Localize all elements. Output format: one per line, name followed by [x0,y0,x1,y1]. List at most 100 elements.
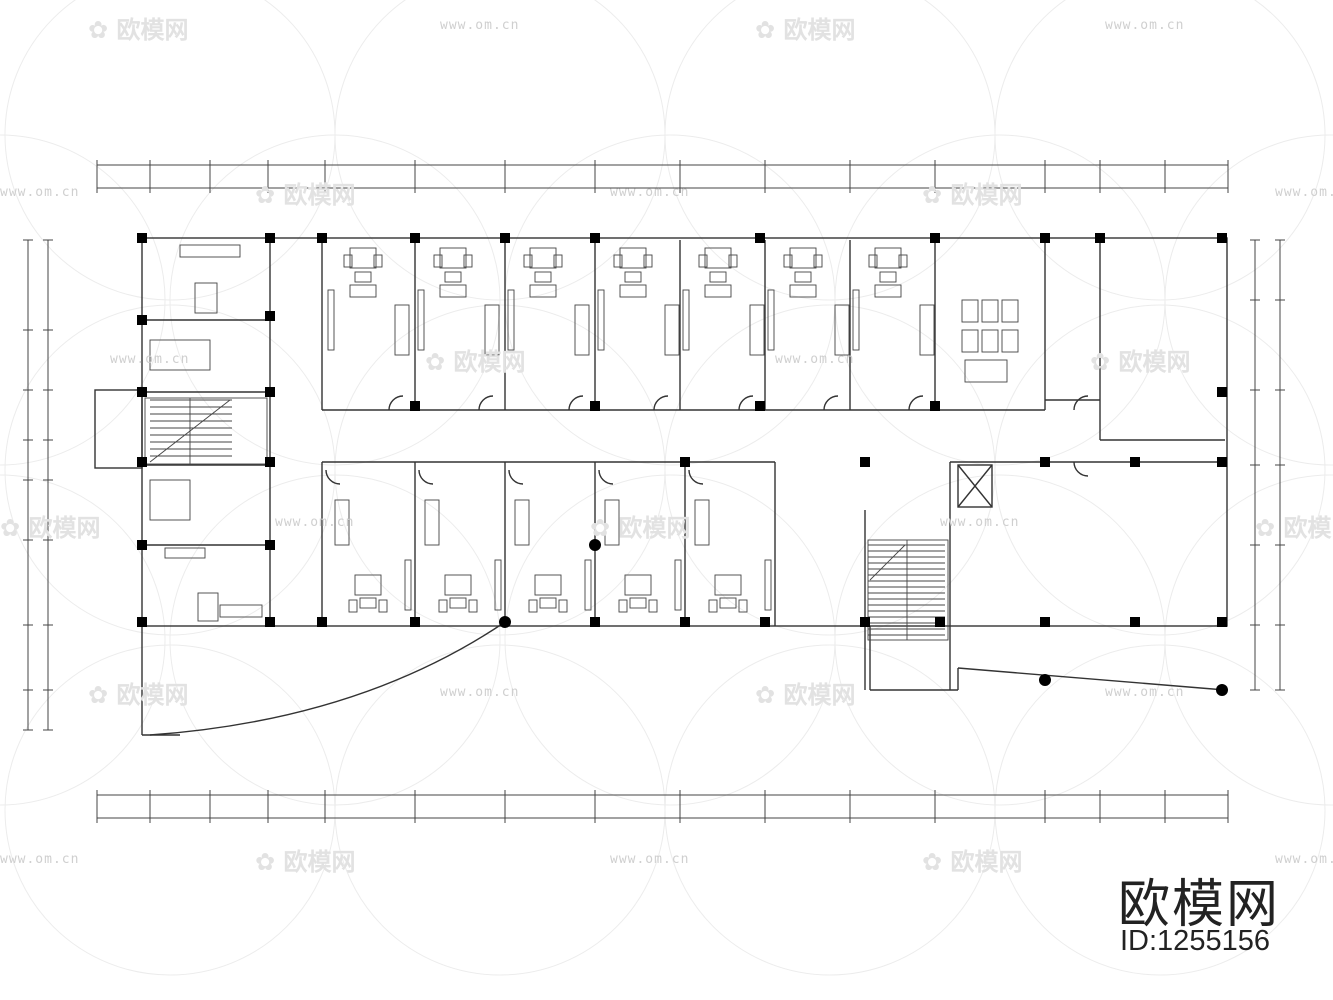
chair [449,597,467,609]
column [1040,457,1050,467]
sofa [179,244,241,258]
bookshelf [767,289,775,351]
washbasin [964,359,1008,383]
watermark-url: www.om.cn [440,18,520,33]
stair-landing [94,389,143,469]
column [137,233,147,243]
elevator-shaft [957,464,993,508]
watermark-logo: ✿ 欧模网 [1090,348,1191,376]
stair-arrow [149,399,231,463]
chair [613,254,623,268]
desk [439,284,467,298]
watermark-url: www.om.cn [610,852,690,867]
desk [789,284,817,298]
column [1217,457,1227,467]
desk [349,247,377,269]
column [590,401,600,411]
watermark-logo: ✿ 欧模网 [88,681,189,709]
door-swing [508,469,524,485]
column [590,617,600,627]
bookshelf [584,559,592,611]
watermark-logo: ✿ 欧模网 [755,16,856,44]
column [930,233,940,243]
bookshelf [764,559,772,611]
watermark-circle [0,134,166,466]
column [1217,617,1227,627]
column [265,540,275,550]
furniture [149,244,1019,622]
desk [874,247,902,269]
chair [433,254,443,268]
bookshelf [507,289,515,351]
watermark-url: www.om.cn [1275,185,1333,200]
bookshelf [674,559,682,611]
door-swing [598,469,614,485]
door-swing [1073,395,1089,411]
toilet-stall [1001,299,1019,323]
chair [868,254,878,268]
toilet-stall [981,299,999,323]
door-swing [418,469,434,485]
sofa [484,304,500,356]
desk [789,247,817,269]
chair [648,599,658,613]
door-swing [1073,461,1089,477]
toilet-stall [1001,329,1019,353]
stair-block [867,539,949,641]
chair [373,254,383,268]
walls [94,237,1228,736]
chair [438,599,448,613]
column [1130,457,1140,467]
column [137,387,147,397]
column [410,233,420,243]
structural-columns [137,233,1228,696]
column [590,233,600,243]
bookshelf [597,289,605,351]
watermark-url: www.om.cn [940,515,1020,530]
column [137,315,147,325]
watermark-logo: ✿ 欧模网 [1255,514,1333,542]
door-swing [823,395,839,411]
desk [444,574,472,596]
column [265,457,275,467]
chair [359,597,377,609]
chair [534,271,552,283]
bookshelf [852,289,860,351]
stair-arrow [869,544,906,581]
sofa [394,304,410,356]
meeting-table [149,479,191,521]
chair [879,271,897,283]
column [265,233,275,243]
column [410,401,420,411]
chair [728,254,738,268]
canopy-line [957,667,1226,691]
watermark-circle [0,474,166,806]
chair [794,271,812,283]
chair [783,254,793,268]
desk [619,284,647,298]
column [265,311,275,321]
watermark-url: www.om.cn [775,352,855,367]
watermark-logo: ✿ 欧模网 [255,181,356,209]
sofa [574,304,590,356]
column [317,233,327,243]
column [410,617,420,627]
toilet-stall [961,329,979,353]
desk [704,284,732,298]
chair [378,599,388,613]
sofa [514,499,530,546]
watermark-logo: ✿ 欧模网 [0,514,101,542]
watermark-url: www.om.cn [1105,18,1185,33]
sofa [664,304,680,356]
chair [738,599,748,613]
watermark-url: www.om.cn [440,685,520,700]
chair [898,254,908,268]
chair [719,597,737,609]
door-swing [653,395,669,411]
stair-block [144,397,268,465]
column [680,617,690,627]
desk [714,574,742,596]
chair [463,254,473,268]
door-swing [688,469,704,485]
toilet-stall [961,299,979,323]
